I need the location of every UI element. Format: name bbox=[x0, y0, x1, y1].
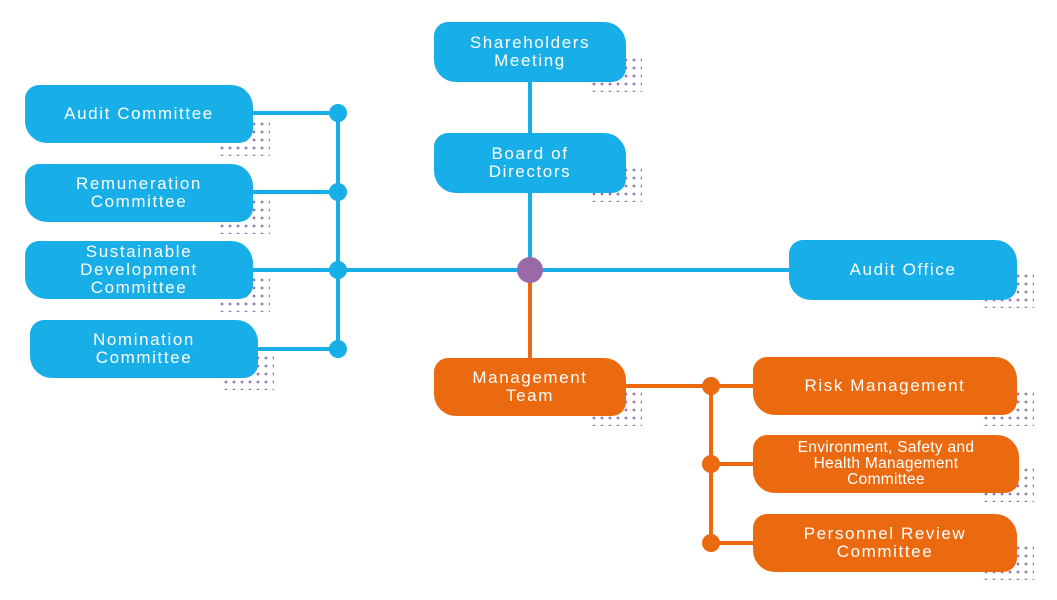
junction-personnel bbox=[702, 534, 720, 552]
junction-esh bbox=[702, 455, 720, 473]
node-label: Audit Committee bbox=[64, 104, 214, 123]
shareholders-meeting-box[interactable]: Shareholders Meeting bbox=[434, 22, 626, 82]
management-team-box[interactable]: Management Team bbox=[434, 358, 626, 416]
junction-sustainable bbox=[329, 261, 347, 279]
center-junction bbox=[517, 257, 543, 283]
node-label: Meeting bbox=[494, 51, 566, 70]
management-junctions bbox=[702, 377, 720, 552]
risk-management-box[interactable]: Risk Management bbox=[753, 357, 1017, 415]
nomination-committee-box[interactable]: Nomination Committee bbox=[30, 320, 258, 378]
node-label: Board of bbox=[491, 144, 569, 163]
node-label: Shareholders bbox=[469, 33, 591, 52]
node-label: Development bbox=[80, 260, 198, 279]
node-label: Risk Management bbox=[804, 376, 966, 395]
governance-junctions bbox=[329, 104, 347, 358]
node-label: Remuneration bbox=[76, 174, 202, 193]
junction-remuneration bbox=[329, 183, 347, 201]
governance-connectors bbox=[252, 80, 790, 351]
node-label: Committee bbox=[90, 278, 188, 297]
node-label: Committee bbox=[836, 542, 934, 561]
board-of-directors-box[interactable]: Board of Directors bbox=[434, 133, 626, 193]
node-label: Personnel Review bbox=[803, 524, 967, 543]
environment-safety-health-committee-box[interactable]: Environment, Safety and Health Managemen… bbox=[753, 435, 1019, 493]
junction-audit-committee bbox=[329, 104, 347, 122]
personnel-review-committee-box[interactable]: Personnel Review Committee bbox=[753, 514, 1017, 572]
remuneration-committee-box[interactable]: Remuneration Committee bbox=[25, 164, 253, 222]
junction-nomination bbox=[329, 340, 347, 358]
audit-office-box[interactable]: Audit Office bbox=[789, 240, 1017, 300]
node-label: Committee bbox=[95, 348, 193, 367]
audit-committee-box[interactable]: Audit Committee bbox=[25, 85, 253, 143]
node-label: Team bbox=[506, 386, 554, 405]
junction-risk bbox=[702, 377, 720, 395]
node-label: Environment, Safety and bbox=[797, 439, 975, 456]
node-label: Health Management bbox=[813, 455, 959, 472]
node-label: Management bbox=[472, 368, 588, 387]
node-label: Sustainable bbox=[85, 242, 193, 261]
node-label: Committee bbox=[847, 471, 925, 488]
node-label: Committee bbox=[90, 192, 188, 211]
node-label: Nomination bbox=[93, 330, 195, 349]
sustainable-development-committee-box[interactable]: Sustainable Development Committee bbox=[25, 241, 253, 299]
node-label: Directors bbox=[488, 162, 572, 181]
node-label: Audit Office bbox=[849, 260, 957, 279]
